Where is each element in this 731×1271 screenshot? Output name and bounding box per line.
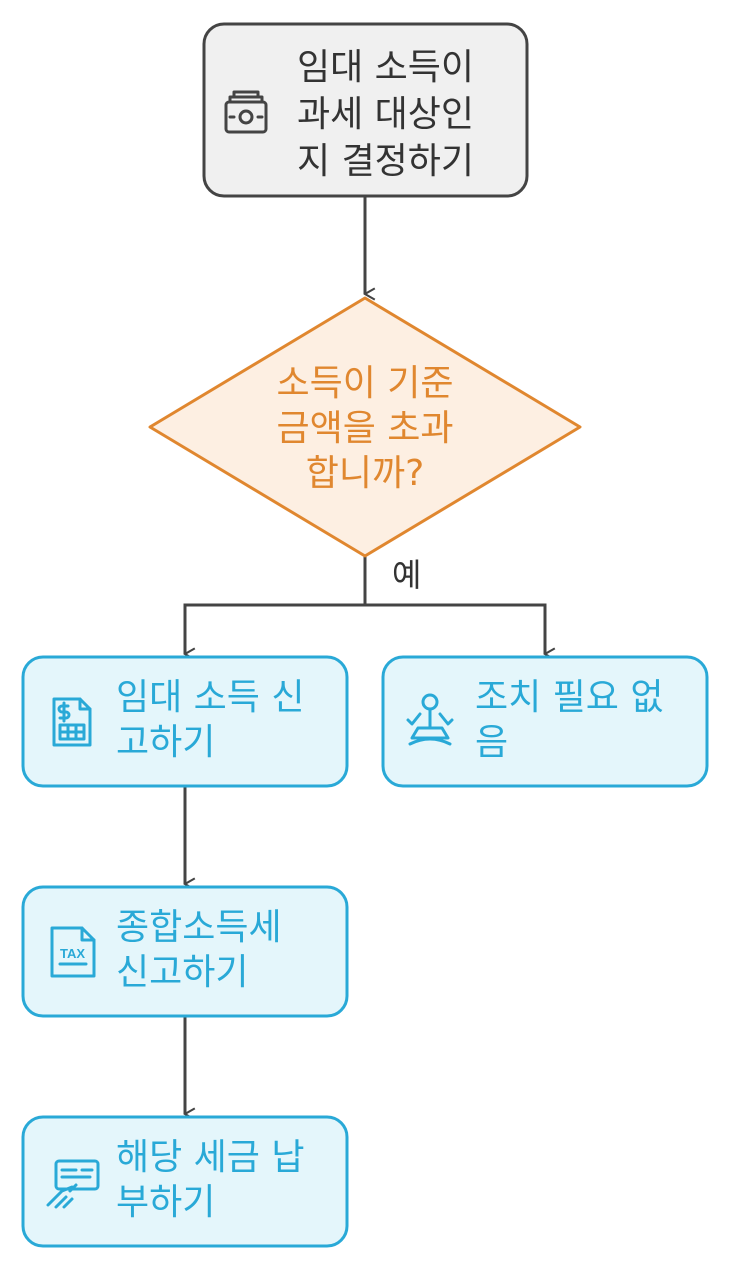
pay-tax-box xyxy=(21,1115,349,1248)
start-node-box xyxy=(202,22,529,198)
start-node-line-3: 지 결정하기 xyxy=(297,141,474,182)
tax-document-icon xyxy=(50,926,96,978)
decision-line-2: 금액을 초과 xyxy=(276,408,453,449)
pay-tax-line-2: 부하기 xyxy=(116,1182,215,1223)
payment-card-icon xyxy=(46,1159,100,1209)
decision-line-3: 합니까? xyxy=(306,453,424,494)
report-income-tax-node[interactable]: TAX 종합소득세 신고하기 xyxy=(21,885,349,1018)
start-node[interactable]: 임대 소득이 과세 대상인 지 결정하기 xyxy=(202,22,529,198)
decision-line-1: 소득이 기준 xyxy=(276,363,453,404)
invoice-icon xyxy=(52,697,92,747)
report-income-tax-box xyxy=(21,885,349,1018)
report-rental-node[interactable]: 임대 소득 신 고하기 xyxy=(21,655,349,788)
edges xyxy=(183,196,545,1114)
start-node-line-2: 과세 대상인 xyxy=(297,94,474,135)
edge-to-no-action xyxy=(365,603,545,654)
report-income-tax-line-2: 신고하기 xyxy=(116,952,248,993)
report-income-tax-line-1: 종합소득세 xyxy=(116,907,282,948)
decision-node[interactable]: 소득이 기준 금액을 초과 합니까? xyxy=(148,296,582,558)
start-node-line-1: 임대 소득이 xyxy=(297,47,474,88)
no-action-line-2: 음 xyxy=(475,722,508,763)
money-icon xyxy=(224,90,268,134)
edge-yes-to-report-rental xyxy=(183,603,365,654)
yes-label: 예 xyxy=(392,556,421,594)
report-rental-box xyxy=(21,655,349,788)
pay-tax-line-1: 해당 세금 납 xyxy=(116,1137,305,1178)
report-rental-line-1: 임대 소득 신 xyxy=(116,677,305,718)
pay-tax-node[interactable]: 해당 세금 납 부하기 xyxy=(21,1115,349,1248)
no-action-node[interactable]: 조치 필요 없 음 xyxy=(381,655,709,788)
report-rental-line-2: 고하기 xyxy=(116,722,215,763)
decision-diamond xyxy=(148,296,582,558)
meditation-icon xyxy=(406,693,454,746)
tax-document-icon-label: TAX xyxy=(60,946,85,961)
no-action-line-1: 조치 필요 없 xyxy=(475,677,664,718)
no-action-box xyxy=(381,655,709,788)
